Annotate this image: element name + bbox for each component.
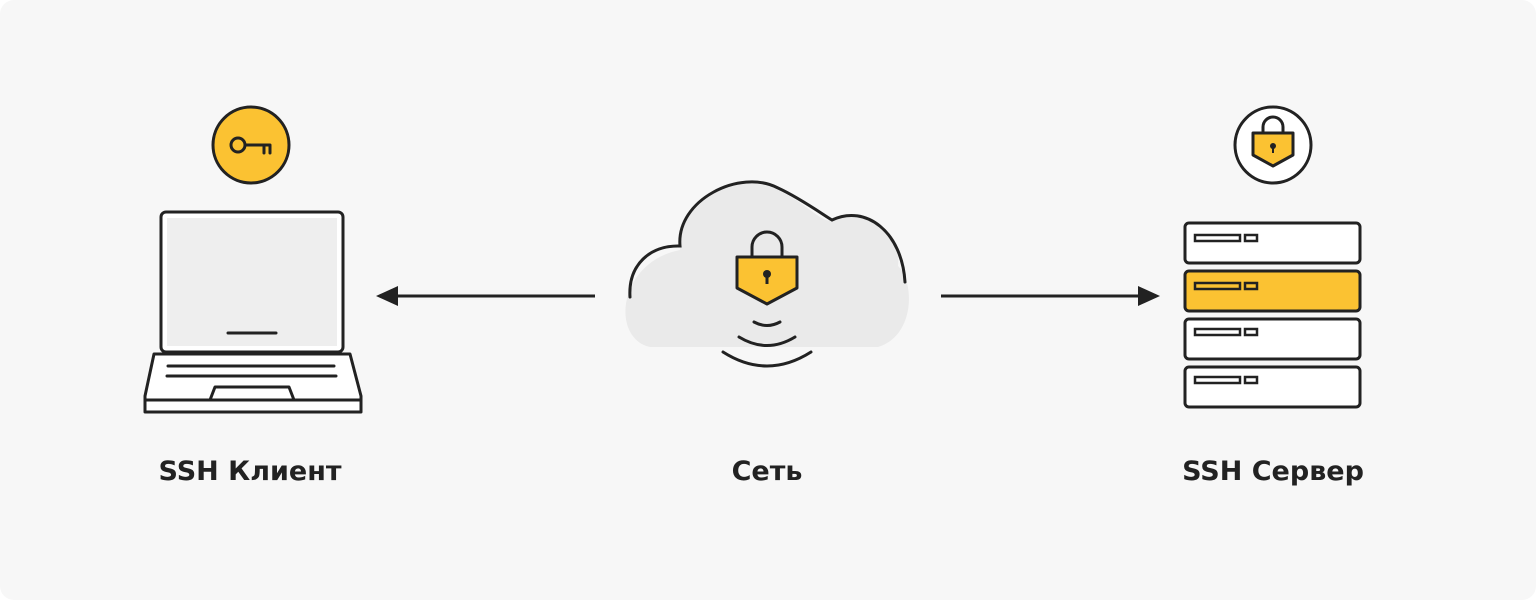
server-rack-icon: [1183, 221, 1362, 409]
client-label: SSH Клиент: [158, 456, 342, 487]
lock-badge: [1233, 105, 1313, 185]
arrow-to-server: [941, 286, 1160, 306]
server-label: SSH Сервер: [1182, 456, 1364, 487]
server-unit: [1183, 221, 1362, 265]
padlock-icon: [735, 230, 799, 306]
server-unit: [1183, 365, 1362, 409]
key-icon: [229, 136, 272, 155]
padlock-icon: [1251, 115, 1295, 168]
wireless-signal-icon: [721, 320, 813, 368]
server-unit-active: [1183, 269, 1362, 313]
server-unit: [1183, 317, 1362, 361]
network-label: Сеть: [731, 456, 803, 487]
key-badge: [211, 105, 291, 185]
laptop-icon: [143, 210, 363, 414]
arrow-to-client: [376, 286, 595, 306]
